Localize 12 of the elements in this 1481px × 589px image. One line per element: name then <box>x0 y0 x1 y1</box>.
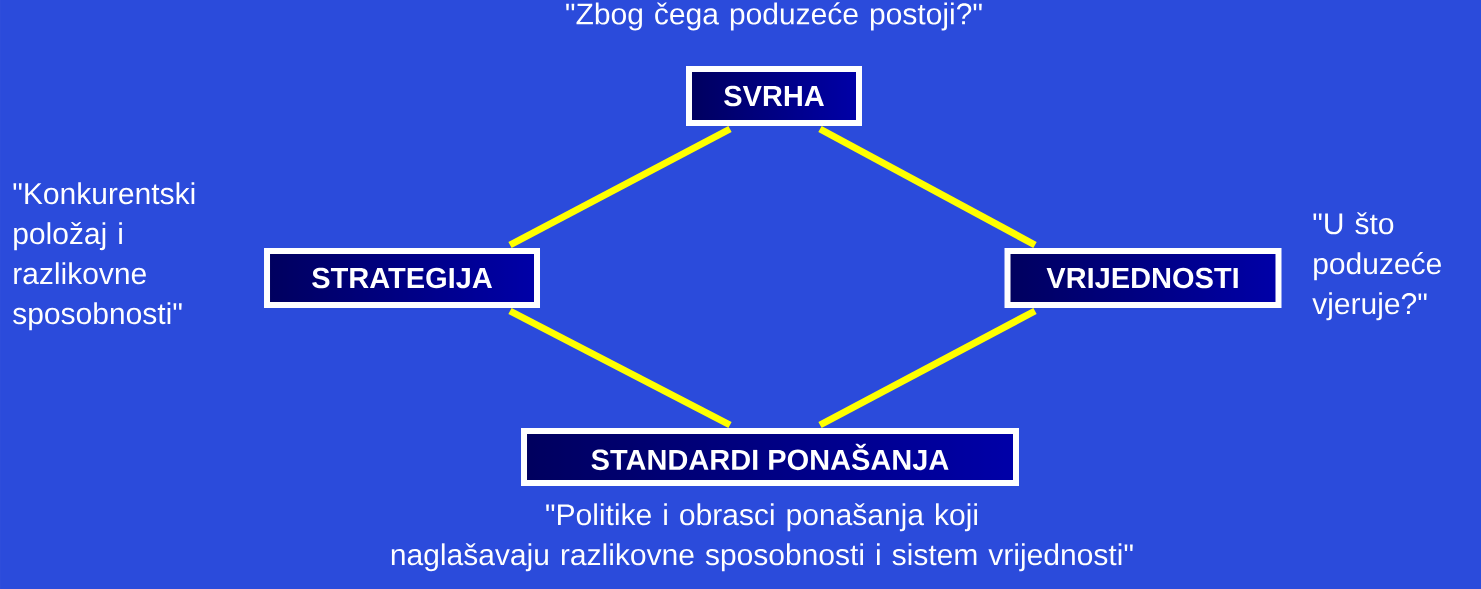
quote-text: "Konkurentski položaj i razlikovne sposobnosti" <box>13 182 195 331</box>
label-box: SVRHA <box>686 66 862 126</box>
quote-text: "Politike i obrasci ponašanja koji naglašavaju razlikovne sposobnosti i sistem vrijednosti" <box>391 503 1133 572</box>
connector-line <box>818 307 1037 429</box>
label-box: STANDARDI PONAŠANJA <box>521 428 1019 486</box>
quote-text: "U što poduzeće vjeruje?" <box>1312 212 1441 321</box>
label-box: STRATEGIJA <box>264 248 540 308</box>
label-box: VRIJEDNOSTI <box>1004 248 1282 308</box>
connector-line <box>508 307 732 429</box>
connector-line <box>818 125 1037 249</box>
connector-line <box>508 125 732 249</box>
quote-text: "Zbog čega poduzeće postoji?" <box>566 2 982 31</box>
